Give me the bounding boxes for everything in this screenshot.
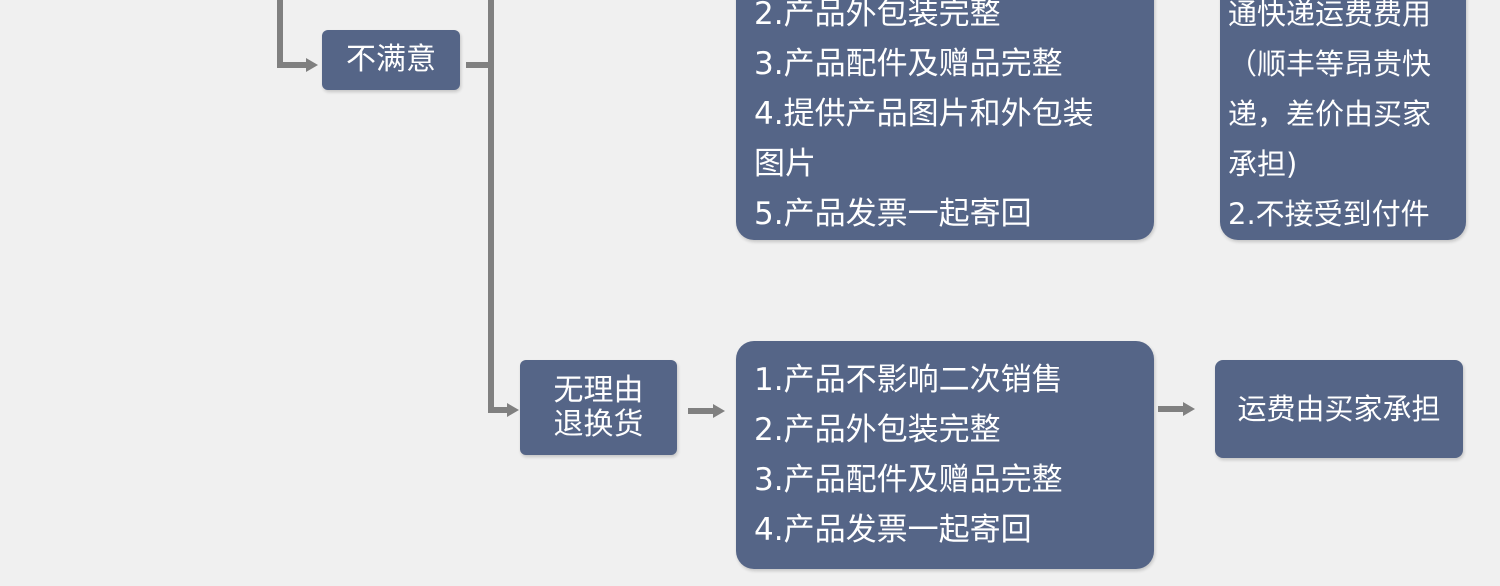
node-quality-shipping: 通快递运费费用 （顺丰等昂贵快 递，差价由买家 承担) 2.不接受到付件 bbox=[1220, 0, 1466, 240]
quality-shipping-line: 通快递运费费用 bbox=[1228, 0, 1432, 31]
arrow-to-no-reason-icon bbox=[507, 403, 519, 417]
no-reason-condition-line: 4.产品发票一起寄回 bbox=[754, 512, 1032, 548]
connector-left-to-dissatisfied bbox=[277, 62, 307, 68]
quality-condition-line: 4.提供产品图片和外包装 bbox=[754, 96, 1094, 132]
no-reason-condition-line: 2.产品外包装完整 bbox=[754, 412, 1001, 448]
node-dissatisfied: 不满意 bbox=[322, 30, 460, 90]
node-dissatisfied-label: 不满意 bbox=[346, 42, 436, 77]
node-buyer-pays-shipping: 运费由买家承担 bbox=[1215, 360, 1463, 458]
node-no-reason-return: 无理由 退换货 bbox=[520, 360, 677, 455]
quality-shipping-line: （顺丰等昂贵快 bbox=[1228, 47, 1432, 81]
connector-no-reason-to-conditions bbox=[688, 408, 714, 414]
connector-dissatisfied-stub bbox=[466, 62, 494, 68]
node-quality-conditions: 2.产品外包装完整 3.产品配件及赠品完整 4.提供产品图片和外包装 图片 5.… bbox=[736, 0, 1154, 240]
quality-shipping-line: 2.不接受到付件 bbox=[1228, 197, 1430, 231]
quality-condition-line: 图片 bbox=[754, 146, 816, 182]
connector-trunk-vertical bbox=[488, 0, 494, 413]
connector-trunk-to-no-reason bbox=[488, 407, 508, 413]
arrow-to-dissatisfied-icon bbox=[306, 58, 318, 72]
arrow-to-shipping-icon bbox=[1183, 402, 1195, 416]
arrow-to-conditions-icon bbox=[713, 404, 725, 418]
connector-conditions-to-shipping bbox=[1158, 406, 1184, 412]
node-buyer-pays-shipping-label: 运费由买家承担 bbox=[1237, 392, 1441, 426]
quality-shipping-line: 递，差价由买家 bbox=[1228, 97, 1432, 131]
node-no-reason-return-label: 无理由 退换货 bbox=[553, 372, 644, 442]
connector-left-vertical bbox=[277, 0, 283, 68]
no-reason-condition-line: 1.产品不影响二次销售 bbox=[754, 362, 1063, 398]
node-no-reason-return-line2: 退换货 bbox=[553, 406, 644, 442]
quality-shipping-line: 承担) bbox=[1228, 147, 1298, 181]
no-reason-condition-line: 3.产品配件及赠品完整 bbox=[754, 462, 1063, 498]
node-no-reason-return-line1: 无理由 bbox=[553, 372, 644, 408]
quality-condition-line: 2.产品外包装完整 bbox=[754, 0, 1001, 32]
node-no-reason-conditions: 1.产品不影响二次销售 2.产品外包装完整 3.产品配件及赠品完整 4.产品发票… bbox=[736, 341, 1154, 569]
quality-condition-line: 5.产品发票一起寄回 bbox=[754, 196, 1032, 232]
quality-condition-line: 3.产品配件及赠品完整 bbox=[754, 46, 1063, 82]
